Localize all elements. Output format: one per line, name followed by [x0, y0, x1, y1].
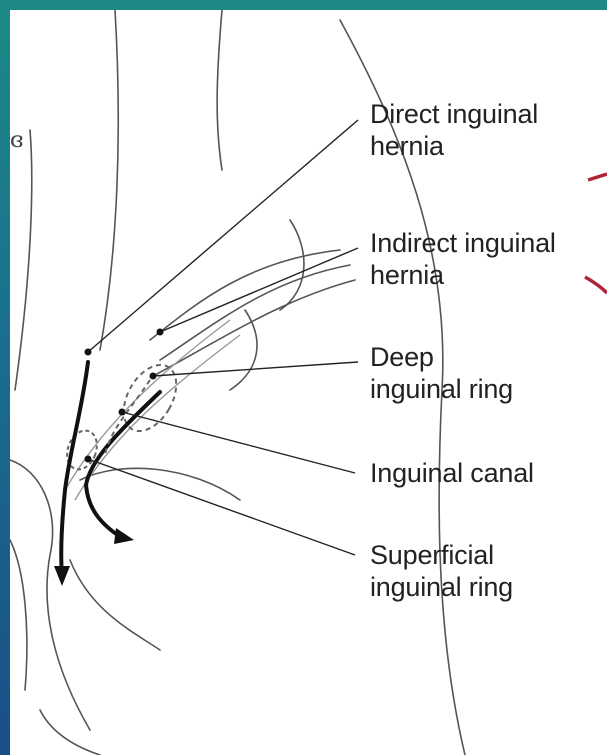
label-direct-line1: Direct inguinal: [370, 98, 538, 130]
accent-arrow-bottom: [585, 277, 607, 293]
label-deep-line1: Deep: [370, 341, 513, 373]
label-superficial-line1: Superficial: [370, 539, 513, 571]
label-indirect-line2: hernia: [370, 259, 556, 291]
accent-arrow-top: [588, 174, 607, 180]
label-deep-inguinal-ring: Deep inguinal ring: [370, 341, 513, 405]
label-superficial-inguinal-ring: Superficial inguinal ring: [370, 539, 513, 603]
illustration-panel: ɞ: [10, 10, 607, 755]
label-indirect-inguinal-hernia: Indirect inguinal hernia: [370, 227, 556, 291]
arrowhead-direct: [54, 566, 70, 586]
label-direct-line2: hernia: [370, 130, 538, 162]
label-direct-inguinal-hernia: Direct inguinal hernia: [370, 98, 538, 162]
arrowhead-indirect: [114, 528, 134, 544]
label-canal-line1: Inguinal canal: [370, 457, 534, 489]
label-indirect-line1: Indirect inguinal: [370, 227, 556, 259]
label-inguinal-canal: Inguinal canal: [370, 457, 534, 489]
label-superficial-line2: inguinal ring: [370, 571, 513, 603]
label-deep-line2: inguinal ring: [370, 373, 513, 405]
navel-mark: ɞ: [10, 128, 24, 153]
